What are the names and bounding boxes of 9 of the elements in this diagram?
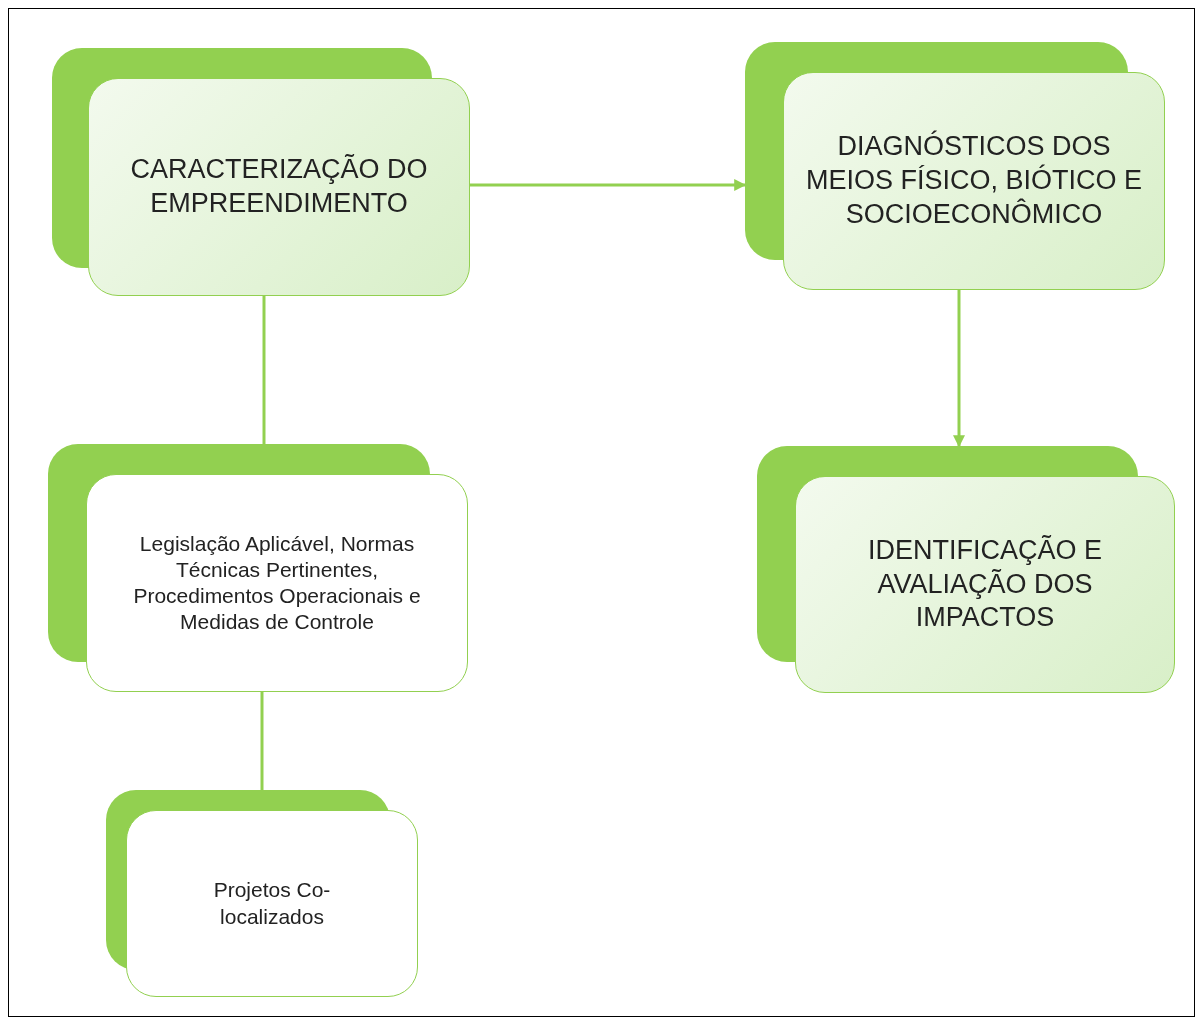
box-label: Legislação Aplicável, Normas Técnicas Pertinentes, Procedimentos Operacionais e Medidas de Controle <box>132 530 422 636</box>
connector-line <box>260 692 264 790</box>
box-label: DIAGNÓSTICOS DOS MEIOS FÍSICO, BIÓTICO E SOCIOECONÔMICO <box>804 130 1143 231</box>
arrow <box>470 179 747 191</box>
box-label: CARACTERIZAÇÃO DO EMPREENDIMENTO <box>129 153 429 220</box>
box-label: IDENTIFICAÇÃO E AVALIAÇÃO DOS IMPACTOS <box>867 533 1103 635</box>
box-label: Projetos Co-localizados <box>212 877 332 930</box>
arrow <box>953 290 965 448</box>
connector-line <box>262 296 266 444</box>
